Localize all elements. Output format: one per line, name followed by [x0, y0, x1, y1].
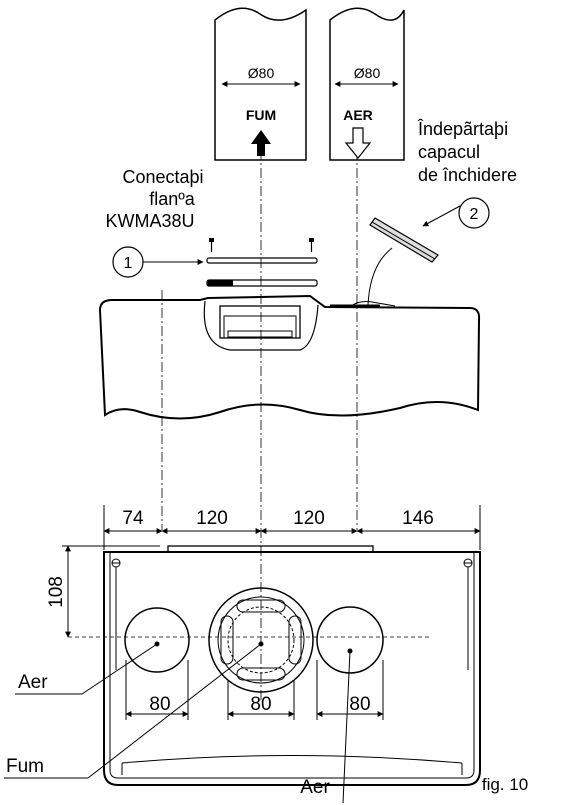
- callout-connect-line1: Conectaþi: [122, 167, 203, 187]
- pipe-fum-label: FUM: [246, 107, 276, 123]
- down-arrow-icon: [344, 127, 372, 159]
- callout-remove-line2: capacul: [418, 142, 480, 162]
- pipe-fum: Ø80 FUM: [214, 7, 307, 161]
- screw-head-left-icon: [111, 558, 121, 670]
- screw-right-icon: [309, 238, 314, 252]
- boiler-side-view: [98, 294, 481, 420]
- label-aer-left: Aer: [18, 672, 48, 693]
- pipe-aer-diameter: Ø80: [354, 65, 381, 81]
- flange-assembly: [206, 238, 318, 287]
- callout-remove-cap: Îndepãrtaþi capacul de închidere 2: [367, 119, 517, 306]
- callout-remove-line3: de închidere: [418, 165, 517, 185]
- callout-connect-line2: flanºa: [149, 189, 196, 209]
- callout-connect-line3: KWMA38U: [105, 211, 194, 231]
- dimension-120-right: 120: [293, 508, 325, 529]
- screw-head-right-icon: [463, 558, 473, 670]
- pipe-fum-diameter: Ø80: [248, 65, 275, 81]
- dimension-80-middle: 80: [250, 694, 271, 715]
- callout-number-1: 1: [124, 255, 133, 272]
- up-arrow-icon: [251, 130, 271, 156]
- screw-left-icon: [209, 238, 214, 252]
- figure-label: fig. 10: [482, 775, 528, 794]
- callout-connect-flange: Conectaþi flanºa KWMA38U 1: [105, 167, 204, 278]
- label-fum: Fum: [6, 756, 44, 777]
- dimension-74: 74: [122, 508, 144, 529]
- pipe-aer-label: AER: [343, 107, 373, 123]
- closing-cap-icon: [369, 217, 439, 263]
- center-lines: [161, 150, 358, 700]
- dimension-108: 108: [46, 576, 67, 608]
- dimension-80-right: 80: [349, 694, 370, 715]
- callout-remove-line1: Îndepãrtaþi: [417, 119, 508, 139]
- dimension-146: 146: [402, 508, 434, 529]
- callout-number-2: 2: [470, 206, 479, 223]
- outlet-labels: Aer Fum Aer: [4, 643, 351, 804]
- dimension-120-left: 120: [196, 508, 228, 529]
- pipe-aer: Ø80 AER: [329, 7, 405, 161]
- boiler-top-view: 80 80 80: [68, 545, 481, 786]
- dimension-80-left: 80: [149, 694, 170, 715]
- dimension-row: 74 120 120 146 108: [46, 505, 481, 638]
- label-aer-bottom: Aer: [300, 777, 330, 798]
